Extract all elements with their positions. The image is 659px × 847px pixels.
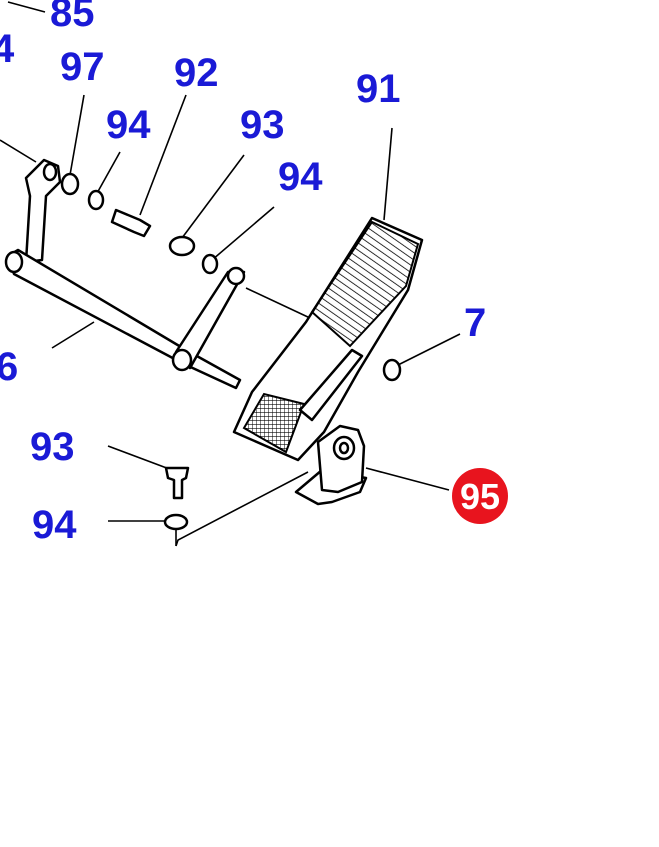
leader-lines bbox=[0, 1, 461, 547]
pedal-assembly bbox=[232, 216, 424, 462]
bolt-93-lower bbox=[164, 466, 190, 500]
callout-6: 6 bbox=[0, 345, 18, 389]
bolt-head-93-upper bbox=[168, 235, 196, 257]
highlight-callout-95: 95 bbox=[452, 468, 508, 524]
callout-7: 7 bbox=[464, 301, 486, 345]
bracket-95 bbox=[294, 424, 368, 506]
callout-92: 92 bbox=[174, 51, 219, 95]
fasteners bbox=[60, 172, 402, 531]
highlight-badge bbox=[452, 468, 508, 524]
callout-97: 97 bbox=[60, 45, 105, 89]
lever-shaft-assembly bbox=[4, 158, 246, 390]
callout-94-lower: 94 bbox=[32, 503, 77, 547]
washer-94-lower bbox=[163, 513, 189, 531]
highlight-label: 95 bbox=[460, 476, 500, 517]
nut-7 bbox=[382, 358, 402, 382]
callout-85: 85 bbox=[50, 0, 95, 35]
lever-arm bbox=[24, 158, 62, 264]
bolt-92 bbox=[110, 208, 152, 238]
washer-97 bbox=[60, 172, 80, 196]
callout-93-upper: 93 bbox=[240, 103, 285, 147]
nut-94-mid bbox=[201, 253, 219, 275]
callout-94-upper: 94 bbox=[106, 103, 151, 147]
callout-91: 91 bbox=[356, 67, 401, 111]
callout-93-lower: 93 bbox=[30, 425, 75, 469]
callout-labels: 85 4 97 92 94 93 91 94 7 6 93 94 bbox=[0, 0, 486, 547]
pedal-pad-upper bbox=[310, 220, 420, 348]
callout-4: 4 bbox=[0, 27, 15, 71]
nut-94-upper bbox=[87, 189, 105, 211]
callout-94-mid: 94 bbox=[278, 155, 323, 199]
